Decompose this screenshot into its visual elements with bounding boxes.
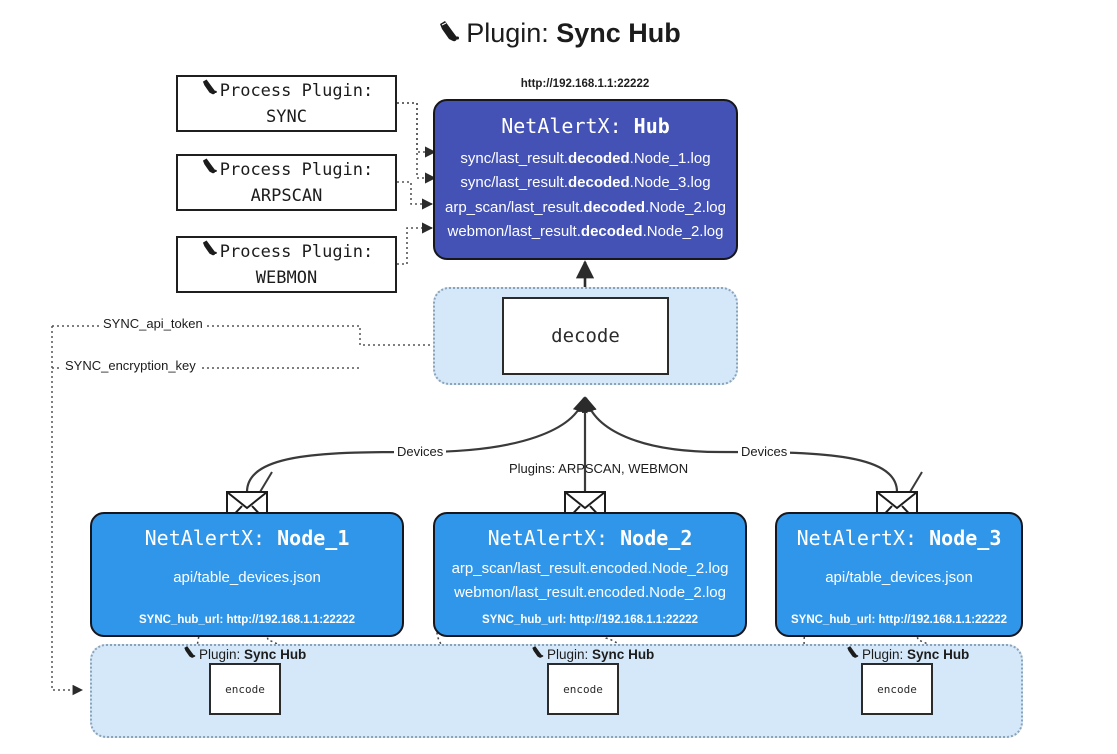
process-plugin-webmon-line1: Process Plugin: [219,241,374,262]
hub-log-line-1: sync/last_result.decoded.Node_1.log [460,150,711,167]
plug-icon [530,645,545,663]
node-box-node-1[interactable]: NetAlertX: Node_1 api/table_devices.json… [90,512,404,637]
encode-3-caption: Plugin: Sync Hub [845,645,969,663]
node-box-node-3[interactable]: NetAlertX: Node_3 api/table_devices.json… [775,512,1023,637]
page-title-prefix: Plugin: [466,18,549,48]
edge-label-plugins-center: Plugins: ARPSCAN, WEBMON [509,461,689,476]
node-1-line-1: api/table_devices.json [173,569,321,586]
plug-icon [845,645,860,663]
edge-arpscan-to-hub [397,181,434,210]
process-plugin-arpscan-box[interactable]: Process Plugin: ARPSCAN [176,154,397,211]
edge-node3-mail-stem [909,471,923,493]
process-plugin-sync-line1: Process Plugin: [219,80,374,101]
page-title: Plugin: Sync Hub [0,18,1117,52]
edge-node1-mail-stem [259,471,273,493]
node-2-footer: SYNC_hub_url: http://192.168.1.1:22222 [481,614,699,626]
process-plugin-arpscan-line1: Process Plugin: [219,159,374,180]
node-box-node-2[interactable]: NetAlertX: Node_2 arp_scan/last_result.e… [433,512,747,637]
edge-label-devices-left: Devices [394,444,447,459]
node-2-line-1: arp_scan/last_result.encoded.Node_2.log [451,560,729,577]
encode-box-2[interactable]: encode [547,663,619,715]
plug-icon [182,645,197,663]
hub-log-line-4: webmon/last_result.decoded.Node_2.log [447,222,724,240]
hub-log-line-3: arp_scan/last_result.decoded.Node_2.log [445,198,726,216]
process-plugin-sync-line2: SYNC [266,106,307,127]
hub-log-line-2: sync/last_result.decoded.Node_3.log [460,174,711,192]
secret-label-api-token: SYNC_api_token [100,316,206,331]
node-1-title: NetAlertX: Node_1 [144,526,350,550]
plug-icon [200,239,219,266]
node-3-footer: SYNC_hub_url: http://192.168.1.1:22222 [790,614,1008,626]
node-1-footer: SYNC_hub_url: http://192.168.1.1:22222 [138,614,356,626]
hub-title-name: Hub [633,114,670,138]
edge-sync-to-hub [397,102,437,158]
hub-url-label: http://192.168.1.1:22222 [520,78,650,90]
encode-1-caption: Plugin: Sync Hub [182,645,306,663]
encode-box-1[interactable]: encode [209,663,281,715]
node-3-line-1: api/table_devices.json [825,569,973,586]
edge-sync-to-hub-2 [397,102,437,184]
node-2-line-2: webmon/last_result.encoded.Node_2.log [454,584,726,601]
plug-icon [200,78,219,105]
edge-webmon-to-hub [397,222,434,265]
process-plugin-webmon-line2: WEBMON [255,267,318,288]
hub-box[interactable]: NetAlertX: Hub sync/last_result.decoded.… [433,99,738,260]
hub-title-prefix: NetAlertX: [501,114,622,138]
page-title-name: Sync Hub [556,18,681,48]
node-2-title: NetAlertX: Node_2 [487,526,693,550]
decode-box[interactable]: decode [502,297,669,375]
node-3-title: NetAlertX: Node_3 [796,526,1002,550]
edge-encryption-key [51,326,84,696]
encode-2-caption: Plugin: Sync Hub [530,645,654,663]
edge-label-devices-right: Devices [738,444,791,459]
secret-label-encryption-key: SYNC_encryption_key [62,358,199,373]
process-plugin-arpscan-line2: ARPSCAN [250,185,323,206]
process-plugin-sync-box[interactable]: Process Plugin: SYNC [176,75,397,132]
hub-title: NetAlertX: Hub [501,114,670,138]
plug-icon [200,157,219,184]
plug-icon [436,19,462,52]
process-plugin-webmon-box[interactable]: Process Plugin: WEBMON [176,236,397,293]
encode-box-3[interactable]: encode [861,663,933,715]
